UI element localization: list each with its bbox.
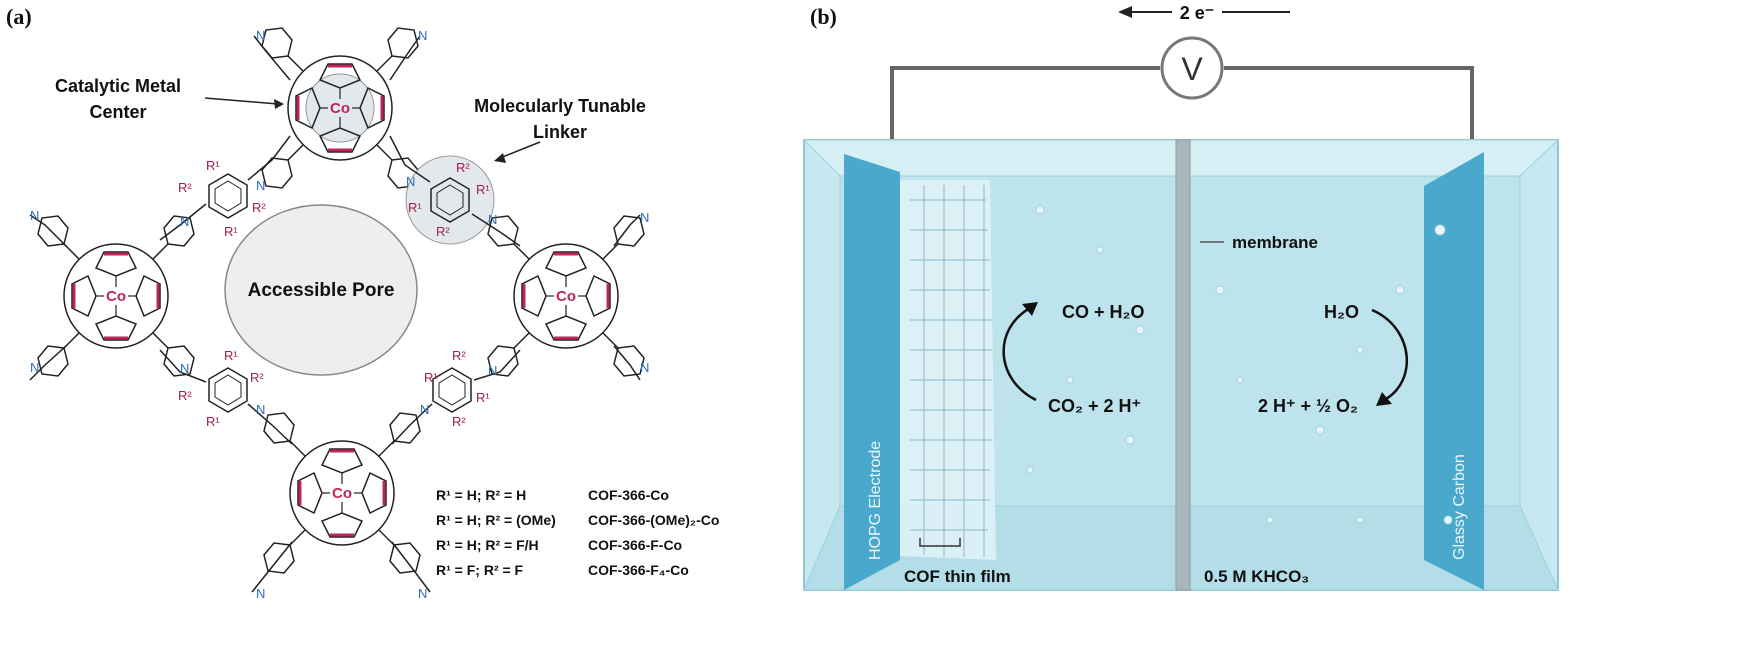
glassy-carbon-electrode: [1424, 152, 1484, 590]
electron-label: 2 e⁻: [1180, 3, 1215, 23]
cobalt-atoms: Co Co Co Co: [106, 100, 576, 502]
panel-label-b: (b): [810, 4, 837, 29]
svg-text:N: N: [256, 178, 265, 193]
linker-lower-right: [432, 367, 472, 413]
framework-bonds: [29, 35, 641, 593]
legend-name-4: COF-366-F₄-Co: [588, 562, 689, 578]
svg-text:Co: Co: [556, 288, 576, 305]
svg-text:Co: Co: [332, 485, 352, 502]
svg-text:N: N: [488, 212, 497, 227]
substituent-legend: R¹ = H; R² = H COF-366-Co R¹ = H; R² = (…: [436, 487, 719, 578]
linker-arrow: [499, 141, 541, 159]
svg-text:N: N: [256, 402, 265, 417]
svg-text:R¹: R¹: [476, 182, 490, 197]
membrane: [1175, 139, 1191, 591]
wire-right: [1224, 66, 1474, 140]
legend-subst-3: R¹ = H; R² = F/H: [436, 537, 539, 553]
hopg-electrode: [844, 154, 900, 590]
nitrogen-atoms: N N N N N N N N N N N N N N N N: [30, 28, 649, 601]
svg-text:N: N: [420, 402, 429, 417]
tunable-linker-highlight: [405, 155, 495, 245]
cof-structure-diagram: Accessible Pore N N N N: [29, 26, 719, 601]
svg-text:N: N: [488, 363, 497, 378]
svg-text:Co: Co: [330, 100, 350, 117]
linker-upper-left: [208, 173, 248, 219]
voltmeter-symbol: V: [1181, 51, 1203, 87]
anode-arrowhead: [1376, 392, 1392, 406]
svg-text:R¹: R¹: [224, 348, 238, 363]
panel-label-a: (a): [6, 4, 32, 29]
cathode-reactant: CO₂ + 2 H⁺: [1048, 396, 1141, 416]
svg-text:N: N: [256, 28, 265, 43]
anode-cycle-arrow: [1371, 308, 1408, 402]
legend-name-3: COF-366-F-Co: [588, 537, 682, 553]
linker-lower-left: [208, 367, 248, 413]
svg-text:R¹: R¹: [206, 158, 220, 173]
svg-text:R²: R²: [452, 414, 466, 429]
electrochemical-cell-diagram: 2 e⁻ V membrane HOPG Electrode Glassy Ca…: [802, 0, 1560, 591]
voltmeter: [1160, 36, 1224, 100]
electron-flow-arrowhead: [1118, 6, 1132, 18]
linker-label-line1: Molecularly Tunable: [474, 96, 646, 116]
svg-text:R²: R²: [456, 160, 470, 175]
svg-text:N: N: [256, 586, 265, 601]
svg-text:R¹: R¹: [206, 414, 220, 429]
svg-text:N: N: [30, 360, 39, 375]
r-substituents: R¹ R² R² R¹ R² R¹ R¹ R² R¹ R² R² R¹ R² R…: [178, 158, 490, 429]
svg-text:N: N: [640, 360, 649, 375]
catalytic-center-label-line1: Catalytic Metal: [55, 76, 181, 96]
svg-text:N: N: [180, 214, 189, 229]
cathode-cycle-arrow: [1002, 306, 1037, 402]
gas-bubbles: [1026, 205, 1453, 525]
svg-text:R²: R²: [178, 180, 192, 195]
membrane-label: membrane: [1232, 233, 1318, 252]
cathode-arrowhead: [1022, 302, 1038, 316]
svg-text:N: N: [418, 586, 427, 601]
anode-reactant: H₂O: [1324, 302, 1359, 322]
wire-left: [890, 66, 1160, 140]
porphyrin-top: [260, 26, 420, 190]
catalytic-arrowhead: [274, 99, 284, 109]
legend-subst-4: R¹ = F; R² = F: [436, 562, 524, 578]
svg-text:Co: Co: [106, 288, 126, 305]
svg-text:R²: R²: [252, 200, 266, 215]
anode-product: 2 H⁺ + ½ O₂: [1258, 396, 1358, 416]
legend-subst-2: R¹ = H; R² = (OMe): [436, 512, 556, 528]
legend-subst-1: R¹ = H; R² = H: [436, 487, 526, 503]
linker-arrowhead: [494, 153, 506, 163]
pore-label: Accessible Pore: [248, 280, 395, 301]
svg-text:R²: R²: [250, 370, 264, 385]
legend-name-2: COF-366-(OMe)₂-Co: [588, 512, 719, 528]
svg-text:N: N: [406, 174, 415, 189]
svg-text:N: N: [640, 210, 649, 225]
svg-text:R¹: R¹: [408, 200, 422, 215]
svg-text:N: N: [418, 28, 427, 43]
accessible-pore: [224, 204, 418, 376]
catalytic-center-label-line2: Center: [89, 102, 146, 122]
hopg-electrode-label: HOPG Electrode: [867, 441, 884, 560]
svg-text:R¹: R¹: [424, 370, 438, 385]
svg-text:N: N: [30, 208, 39, 223]
svg-text:R²: R²: [178, 388, 192, 403]
linker-label-line2: Linker: [533, 122, 587, 142]
electrolyte-label: 0.5 M KHCO₃: [1204, 567, 1309, 586]
cathode-product: CO + H₂O: [1062, 302, 1145, 322]
cof-film-label: COF thin film: [904, 567, 1011, 586]
svg-text:R²: R²: [436, 224, 450, 239]
glassy-carbon-label: Glassy Carbon: [1451, 454, 1468, 560]
svg-text:R²: R²: [452, 348, 466, 363]
legend-name-1: COF-366-Co: [588, 487, 669, 503]
catalytic-arrow: [204, 97, 279, 105]
svg-text:R¹: R¹: [224, 224, 238, 239]
svg-text:R¹: R¹: [476, 390, 490, 405]
svg-text:N: N: [180, 361, 189, 376]
cof-thin-film: [900, 180, 996, 560]
